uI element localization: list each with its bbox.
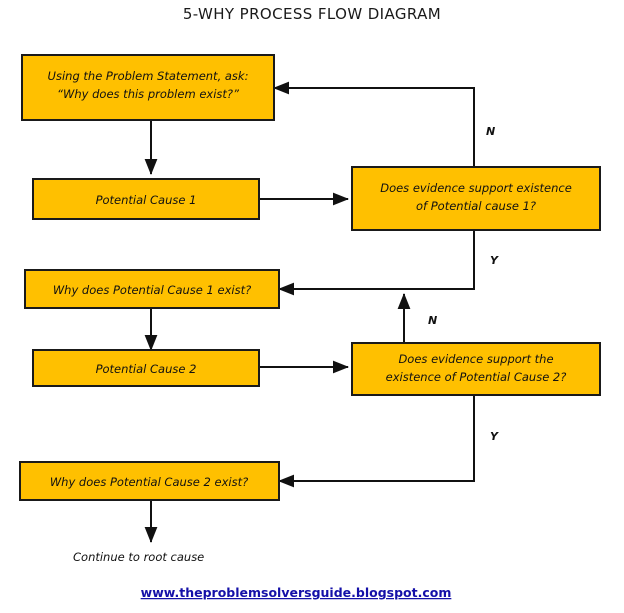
potential-cause-2-box[interactable]: Potential Cause 2 (32, 349, 260, 387)
why-cause-2-shape (19, 461, 280, 501)
decision-1-shape (351, 166, 601, 231)
decision-evidence-cause-2[interactable]: Does evidence support the existence of P… (351, 342, 601, 396)
why-potential-cause-2-box[interactable]: Why does Potential Cause 2 exist? (19, 461, 280, 501)
why-potential-cause-1-box[interactable]: Why does Potential Cause 1 exist? (24, 269, 280, 309)
problem-statement-box-shape (21, 54, 275, 121)
decision-2-line2: existence of Potential Cause 2? (386, 370, 567, 384)
branch-label-decision1-yes: Y (490, 254, 499, 267)
decision-1-line2: of Potential cause 1? (416, 199, 536, 213)
branch-label-decision2-yes: Y (490, 430, 499, 443)
connector-decision1-yes (278, 230, 475, 296)
problem-statement-box[interactable]: Using the Problem Statement, ask: “Why d… (21, 54, 275, 121)
decision-1-line1: Does evidence support existence (380, 181, 572, 195)
why-cause-1-label: Why does Potential Cause 1 exist? (53, 283, 251, 297)
potential-cause-1-shape (32, 178, 260, 220)
branch-label-decision1-no: N (486, 125, 495, 138)
potential-cause-2-shape (32, 349, 260, 387)
terminal-label: Continue to root cause (73, 550, 204, 564)
problem-statement-line2: “Why does this problem exist?” (57, 87, 240, 101)
decision-2-shape (351, 342, 601, 396)
page-title: 5-WHY PROCESS FLOW DIAGRAM (183, 5, 441, 23)
branch-label-decision2-no: N (428, 314, 437, 327)
connector-decision1-no (273, 81, 475, 167)
why-cause-1-shape (24, 269, 280, 309)
connector-decision2-yes (278, 395, 475, 488)
potential-cause-1-label: Potential Cause 1 (96, 193, 197, 207)
decision-evidence-cause-1[interactable]: Does evidence support existence of Poten… (351, 166, 601, 231)
decision-2-line1: Does evidence support the (398, 352, 553, 366)
potential-cause-1-box[interactable]: Potential Cause 1 (32, 178, 260, 220)
potential-cause-2-label: Potential Cause 2 (96, 362, 197, 376)
problem-statement-line1: Using the Problem Statement, ask: (48, 69, 249, 83)
why-cause-2-label: Why does Potential Cause 2 exist? (50, 475, 248, 489)
footer-blog-link[interactable]: www.theproblemsolversguide.blogspot.com (141, 585, 452, 600)
